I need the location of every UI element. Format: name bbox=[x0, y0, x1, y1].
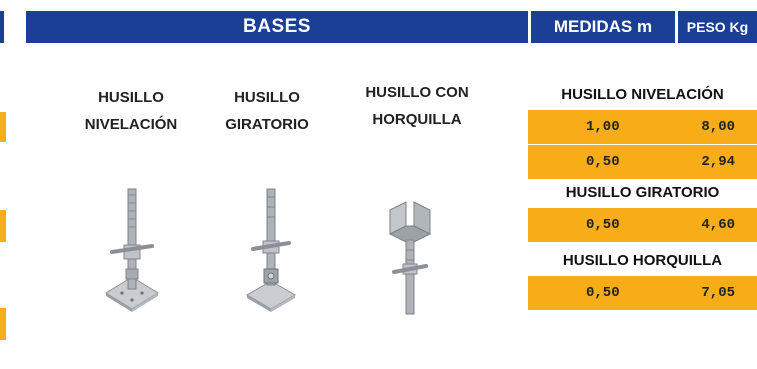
table-row: 1,00 8,00 bbox=[528, 110, 757, 144]
header-peso: PESO Kg bbox=[678, 11, 757, 43]
header-bases: BASES bbox=[26, 11, 528, 43]
header-medidas: MEDIDAS m bbox=[531, 11, 675, 43]
table-row: 0,50 4,60 bbox=[528, 208, 757, 242]
section-title-giratorio: HUSILLO GIRATORIO bbox=[565, 184, 720, 201]
product-label-giratorio: HUSILLO GIRATORIO bbox=[225, 89, 309, 133]
edge-marker bbox=[0, 308, 6, 340]
section-title-nivelacion: HUSILLO NIVELACIÓN bbox=[561, 86, 724, 103]
medida-cell: 0,50 bbox=[586, 285, 620, 301]
swivel-jack-icon bbox=[246, 188, 296, 312]
medida-cell: 0,50 bbox=[586, 217, 620, 233]
peso-cell: 2,94 bbox=[701, 154, 735, 170]
peso-cell: 8,00 bbox=[701, 119, 735, 135]
medida-cell: 1,00 bbox=[586, 119, 620, 135]
fork-head-jack-icon bbox=[388, 201, 432, 315]
table-row: 0,50 7,05 bbox=[528, 276, 757, 310]
section-title-horquilla: HUSILLO HORQUILLA bbox=[562, 252, 723, 269]
table-row: 0,50 2,94 bbox=[528, 145, 757, 179]
header-edge-bar bbox=[0, 11, 4, 43]
edge-marker bbox=[0, 112, 6, 142]
peso-cell: 4,60 bbox=[701, 217, 735, 233]
product-label-nivelacion: HUSILLO NIVELACIÓN bbox=[84, 89, 178, 133]
medida-cell: 0,50 bbox=[586, 154, 620, 170]
edge-marker bbox=[0, 210, 6, 242]
peso-cell: 7,05 bbox=[701, 285, 735, 301]
leveling-jack-icon bbox=[105, 188, 159, 312]
product-label-horquilla: HUSILLO CON HORQUILLA bbox=[365, 84, 469, 128]
